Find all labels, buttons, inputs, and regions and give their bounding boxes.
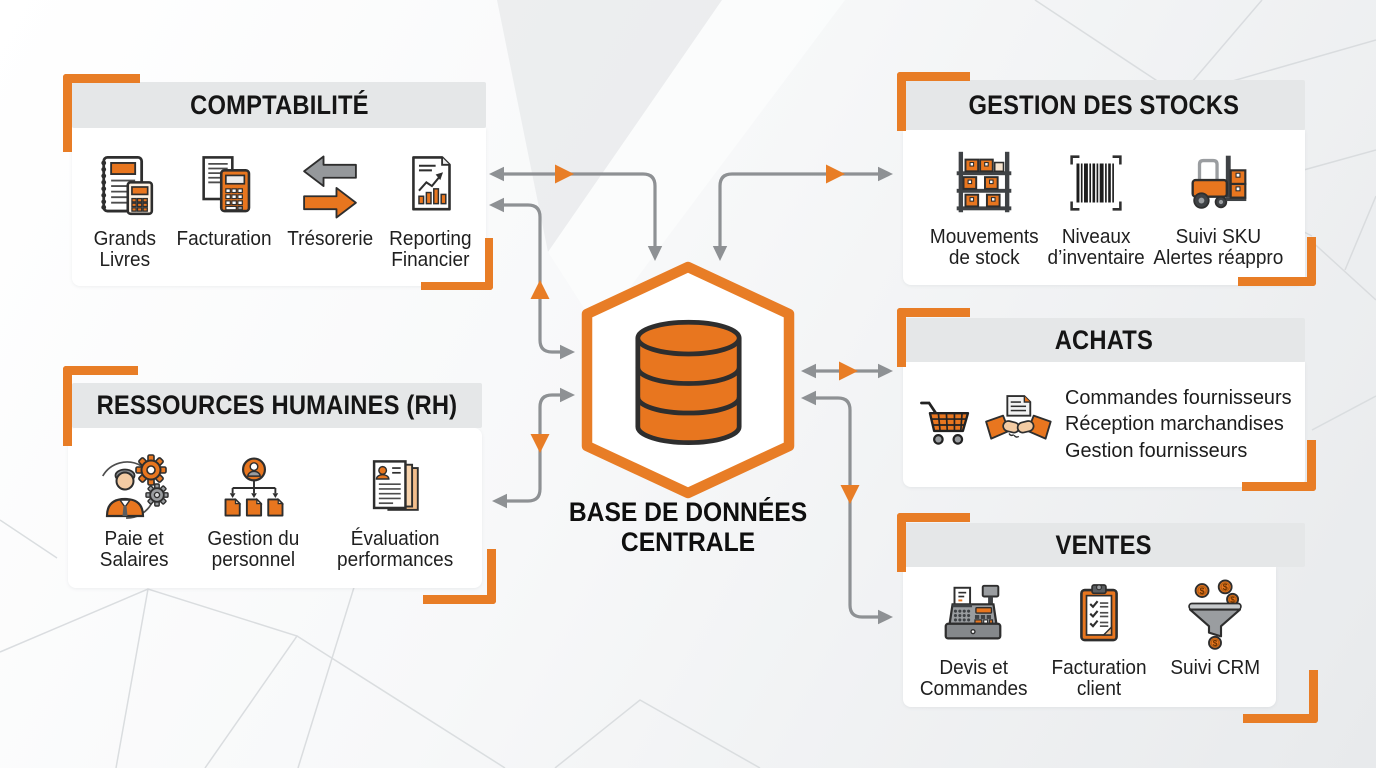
list-item: Devis et Commandes bbox=[917, 577, 1030, 707]
corner-bracket bbox=[63, 74, 140, 152]
central-database-label: BASE DE DONNÉES CENTRALE bbox=[568, 497, 808, 557]
orange-flow-arrows bbox=[530, 164, 860, 504]
rh-panel: Paie et Salaires bbox=[68, 428, 482, 588]
comptabilite-panel: Grands Livres bbox=[72, 128, 486, 286]
ventes-title: VENTES bbox=[1055, 529, 1153, 560]
list-item: $ $ $ $ Suivi CRM bbox=[1168, 577, 1262, 707]
stocks-title: GESTION DES STOCKS bbox=[968, 89, 1240, 120]
connector-db-rh bbox=[497, 393, 570, 503]
financial-report-icon bbox=[411, 156, 451, 211]
shopping-cart-icon bbox=[920, 401, 970, 445]
list-item: Gestion du personnel bbox=[205, 444, 302, 588]
connector-comptabilite-db-2 bbox=[494, 203, 570, 354]
list-item: Facturation bbox=[174, 144, 274, 286]
corner-bracket bbox=[421, 238, 493, 290]
stocks-panel: Mouvements de stock Niveaux d’inventaire bbox=[903, 130, 1305, 285]
item-label: Mouvements de stock bbox=[929, 226, 1039, 270]
ventes-panel: Devis et Commandes bbox=[903, 567, 1276, 707]
ledger-calculator-icon bbox=[101, 156, 154, 216]
ventes-title-bar: VENTES bbox=[903, 523, 1305, 567]
list-item: Mouvements de stock bbox=[927, 142, 1042, 285]
list-item: Trésorerie bbox=[285, 144, 375, 286]
database-icon bbox=[635, 319, 742, 445]
comptabilite-title-bar: COMPTABILITÉ bbox=[72, 82, 486, 128]
connector-comptabilite-db-1 bbox=[494, 172, 657, 256]
item-label: Devis et Commandes bbox=[919, 657, 1028, 701]
list-item: Évaluation performances bbox=[334, 444, 456, 588]
item-label: Reporting Financier bbox=[389, 228, 472, 272]
rh-title: RESSOURCES HUMAINES (RH) bbox=[96, 390, 458, 420]
performance-review-icon bbox=[372, 460, 419, 511]
item-label: Paie et Salaires bbox=[99, 528, 169, 572]
comptabilite-title: COMPTABILITÉ bbox=[189, 89, 369, 120]
item-label: Évaluation performances bbox=[336, 528, 454, 572]
list-item: Suivi SKU Alertes réappro bbox=[1150, 142, 1287, 285]
svg-text:$: $ bbox=[1223, 582, 1228, 592]
list-item: Reporting Financier bbox=[387, 144, 474, 286]
corner-bracket bbox=[897, 513, 970, 572]
item-label: Suivi SKU Alertes réappro bbox=[1153, 226, 1284, 270]
clipboard-checklist-icon bbox=[1080, 584, 1118, 642]
svg-text:$: $ bbox=[1213, 638, 1218, 648]
corner-bracket bbox=[1242, 440, 1316, 491]
list-item: Niveaux d’inventaire bbox=[1045, 142, 1147, 285]
feature-line: Commandes fournisseurs bbox=[1065, 385, 1292, 409]
connector-db-stocks bbox=[718, 172, 888, 256]
achats-title-bar: ACHATS bbox=[903, 318, 1305, 362]
svg-text:$: $ bbox=[1231, 595, 1236, 604]
achats-title: ACHATS bbox=[1054, 324, 1154, 355]
connector-db-ventes bbox=[806, 396, 888, 619]
gray-arrowheads bbox=[489, 166, 893, 625]
barcode-icon bbox=[1070, 155, 1122, 211]
list-item: Paie et Salaires bbox=[94, 444, 174, 588]
feature-line: Réception marchandises bbox=[1065, 412, 1285, 436]
list-item: Facturation client bbox=[1049, 577, 1149, 707]
corner-bracket bbox=[63, 366, 138, 446]
transfer-arrows-icon bbox=[303, 155, 358, 219]
item-label: Suivi CRM bbox=[1170, 657, 1261, 679]
svg-text:$: $ bbox=[1200, 586, 1205, 596]
item-label: Trésorerie bbox=[287, 228, 374, 250]
achats-panel: Commandes fournisseurs Réception marchan… bbox=[903, 362, 1305, 487]
achats-feature-list: Commandes fournisseurs Réception marchan… bbox=[1065, 385, 1299, 465]
corner-bracket bbox=[1243, 670, 1318, 723]
handshake-icon bbox=[984, 394, 1052, 440]
forklift-icon bbox=[1191, 155, 1247, 209]
list-item: Grands Livres bbox=[88, 144, 162, 286]
rh-title-bar: RESSOURCES HUMAINES (RH) bbox=[72, 383, 482, 428]
cash-register-icon bbox=[944, 584, 1002, 640]
org-chart-icon bbox=[224, 457, 284, 517]
corner-bracket bbox=[897, 308, 970, 367]
corner-bracket bbox=[1238, 237, 1316, 286]
item-label: Facturation bbox=[176, 228, 272, 250]
item-label: Niveaux d’inventaire bbox=[1047, 226, 1145, 270]
payroll-icon bbox=[97, 454, 169, 519]
corner-bracket bbox=[897, 72, 970, 131]
crm-funnel-icon: $ $ $ $ bbox=[1188, 579, 1242, 650]
corner-bracket bbox=[423, 549, 496, 604]
warehouse-shelf-icon bbox=[956, 151, 1012, 213]
item-label: Facturation client bbox=[1051, 657, 1147, 701]
stocks-title-bar: GESTION DES STOCKS bbox=[903, 80, 1305, 130]
item-label: Gestion du personnel bbox=[207, 528, 300, 572]
item-label: Grands Livres bbox=[93, 228, 157, 272]
invoice-calculator-icon bbox=[201, 156, 250, 213]
feature-line: Gestion fournisseurs bbox=[1065, 438, 1248, 462]
